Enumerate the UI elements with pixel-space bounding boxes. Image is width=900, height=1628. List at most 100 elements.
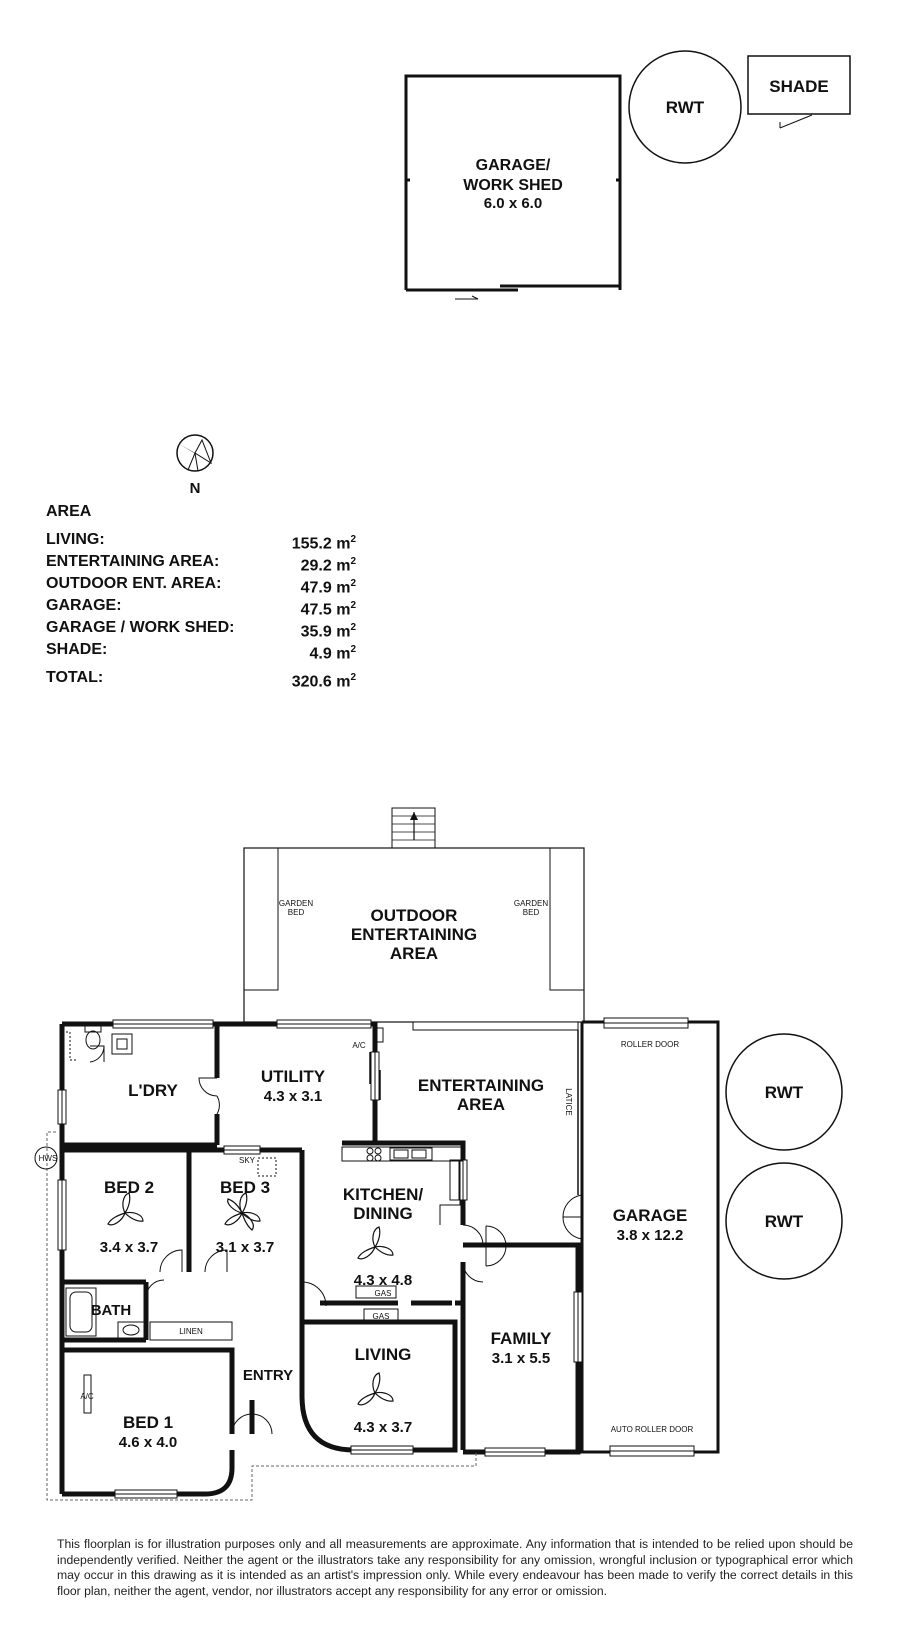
ac-utility-label: A/C: [352, 1041, 366, 1050]
area-row-label: GARAGE / WORK SHED:: [46, 619, 235, 636]
area-unit-sup: 2: [350, 644, 356, 655]
outdoor-label-1: OUTDOOR: [371, 906, 458, 925]
bed2-label: BED 2: [104, 1178, 154, 1197]
rwt-label: RWT: [666, 98, 705, 117]
area-row: SHADE:4.9 m2: [46, 639, 356, 663]
area-row-value: 29.2 m2: [300, 551, 356, 575]
living-size: 4.3 x 3.7: [354, 1419, 412, 1436]
area-unit-sup: 2: [350, 556, 356, 567]
family-label: FAMILY: [491, 1329, 552, 1348]
shade-structure: SHADE: [747, 55, 851, 129]
garage-size: 3.8 x 12.2: [617, 1227, 684, 1244]
disclaimer-text: This floorplan is for illustration purpo…: [57, 1537, 853, 1598]
area-value-number: 47.5: [300, 601, 332, 619]
area-value-number: 320.6: [291, 673, 332, 691]
area-value-number: 35.9: [300, 623, 332, 641]
area-title: AREA: [46, 503, 92, 520]
garage-label: GARAGE: [613, 1206, 688, 1225]
bed3-size: 3.1 x 3.7: [216, 1239, 274, 1256]
rwt-tank-top: RWT: [628, 50, 742, 164]
utility-size: 4.3 x 3.1: [264, 1088, 322, 1105]
rwt-1-label: RWT: [765, 1083, 804, 1102]
eaves-outline: [46, 1131, 477, 1501]
entertaining-label-2: AREA: [457, 1095, 505, 1114]
bed1-label: BED 1: [123, 1413, 173, 1432]
bed2-size: 3.4 x 3.7: [100, 1239, 158, 1256]
garage-shed-size: 6.0 x 6.0: [484, 195, 542, 212]
gas-label-1: GAS: [375, 1289, 392, 1298]
rwt-2-label: RWT: [765, 1212, 804, 1231]
area-row-label: OUTDOOR ENT. AREA:: [46, 575, 222, 592]
garage-main: ROLLER DOOR AUTO ROLLER DOOR GARAGE 3.8 …: [562, 1017, 720, 1457]
entertaining-label-1: ENTERTAINING: [418, 1076, 544, 1095]
garage-shed-title: GARAGE/: [476, 157, 551, 174]
area-unit-sup: 2: [350, 622, 356, 633]
area-unit: m: [331, 557, 351, 575]
area-row: GARAGE / WORK SHED: 35.9 m2: [46, 617, 356, 641]
area-unit: m: [331, 645, 351, 663]
gas-label-2: GAS: [373, 1312, 390, 1321]
fan-icon-bed3: [224, 1192, 261, 1231]
north-label: N: [190, 480, 201, 497]
fan-icon-living: [357, 1372, 394, 1406]
garage-shed: GARAGE/ WORK SHED 6.0 x 6.0: [404, 74, 622, 300]
room-labels: A/C L'DRY UTILITY 4.3 x 3.1 HWS BED 2 3.…: [39, 1041, 552, 1451]
outdoor-entertaining-area: GARDEN BED GARDEN BED OUTDOOR ENTERTAINI…: [243, 807, 585, 1023]
area-unit: m: [331, 535, 351, 553]
area-unit-sup: 2: [350, 578, 356, 589]
north-arrow-icon: N: [176, 434, 214, 497]
living-label: LIVING: [355, 1345, 412, 1364]
utility-label: UTILITY: [261, 1067, 326, 1086]
area-row-label: GARAGE:: [46, 597, 122, 614]
entry-label: ENTRY: [243, 1367, 293, 1384]
garden-bed-left-1: GARDEN: [279, 899, 313, 908]
area-row-value: 47.9 m2: [300, 573, 356, 597]
area-value-number: 155.2: [291, 535, 332, 553]
area-unit-sup: 2: [350, 672, 356, 683]
area-row-label: SHADE:: [46, 641, 108, 658]
kitchen-label-2: DINING: [353, 1204, 413, 1223]
area-unit: m: [331, 623, 351, 641]
kitchen-label-1: KITCHEN/: [343, 1185, 424, 1204]
laundry-label: L'DRY: [128, 1081, 178, 1100]
area-unit: m: [331, 673, 351, 691]
ac-bed1-label: A/C: [80, 1392, 94, 1401]
windows: [57, 1019, 583, 1499]
roller-door-label: ROLLER DOOR: [621, 1040, 679, 1049]
garden-bed-right-1: GARDEN: [514, 899, 548, 908]
garden-bed-left-2: BED: [288, 908, 305, 917]
area-row: OUTDOOR ENT. AREA: 47.9 m2: [46, 573, 356, 597]
garage-shed-title-2: WORK SHED: [463, 177, 563, 194]
outdoor-label-3: AREA: [390, 944, 438, 963]
area-row: ENTERTAINING AREA: 29.2 m2: [46, 551, 356, 575]
fan-icon-kitchen: [357, 1226, 394, 1260]
rwt-tank-2: RWT: [725, 1162, 843, 1280]
sky-label: SKY: [239, 1156, 256, 1165]
area-unit: m: [331, 579, 351, 597]
latice-label: LATICE: [564, 1088, 573, 1115]
area-row-label: TOTAL:: [46, 669, 104, 686]
fan-icon-bed2: [107, 1192, 144, 1226]
area-row: LIVING:155.2 m2: [46, 529, 356, 553]
area-unit-sup: 2: [350, 534, 356, 545]
kitchen-size: 4.3 x 4.8: [354, 1272, 412, 1289]
shade-label: SHADE: [769, 77, 829, 96]
rwt-tank-1: RWT: [725, 1033, 843, 1151]
area-value-number: 29.2: [300, 557, 332, 575]
area-row-value: 155.2 m2: [291, 529, 356, 553]
area-row-label: ENTERTAINING AREA:: [46, 553, 220, 570]
area-row-value: 35.9 m2: [300, 617, 356, 641]
outdoor-label-2: ENTERTAINING: [351, 925, 477, 944]
linen-label: LINEN: [179, 1327, 203, 1336]
garden-bed-right-2: BED: [523, 908, 540, 917]
auto-roller-door-label: AUTO ROLLER DOOR: [611, 1425, 694, 1434]
hws-label: HWS: [39, 1154, 58, 1163]
area-unit: m: [331, 601, 351, 619]
area-value-number: 47.9: [300, 579, 332, 597]
bath-label: BATH: [91, 1302, 132, 1319]
area-unit-sup: 2: [350, 600, 356, 611]
bed1-size: 4.6 x 4.0: [119, 1434, 177, 1451]
